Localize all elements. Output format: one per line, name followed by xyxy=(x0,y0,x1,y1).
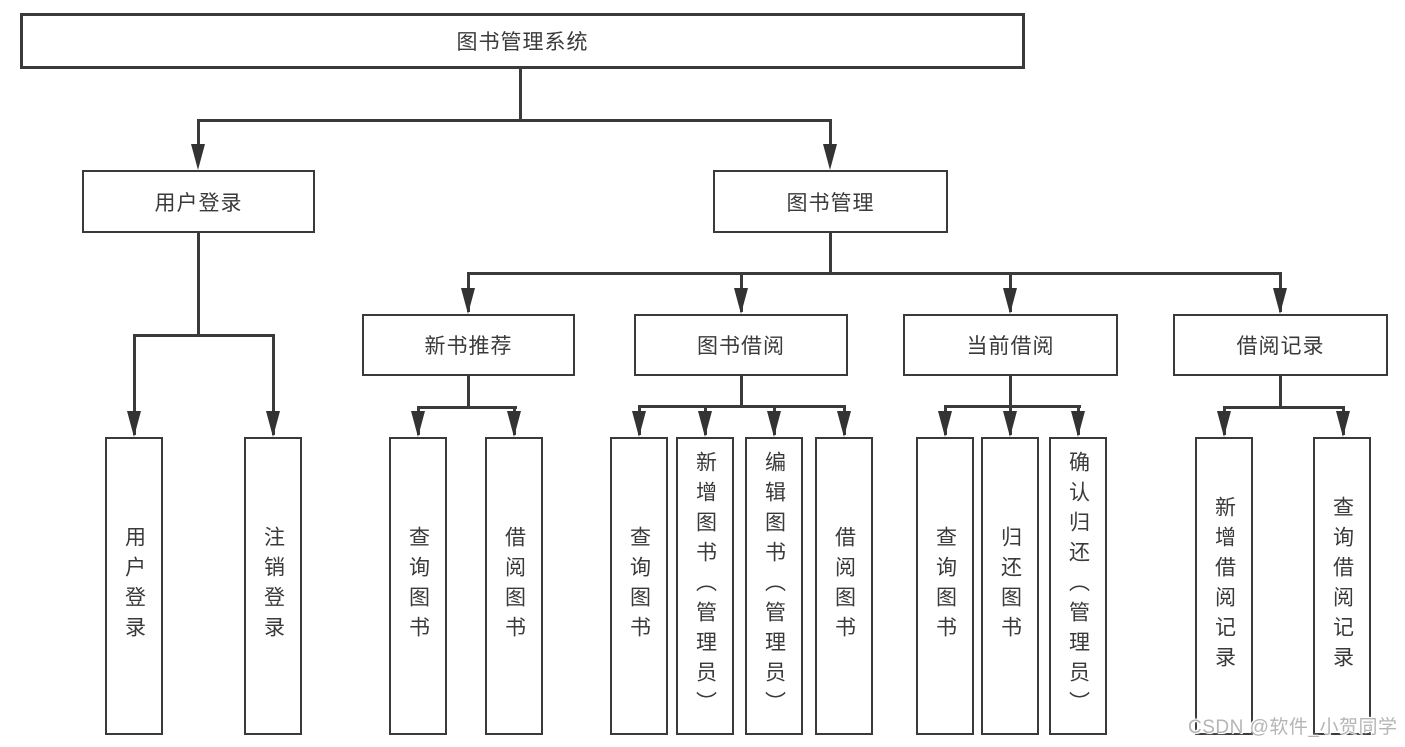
connector-new-book-stem xyxy=(467,376,470,407)
leaf-edit-books-admin-label: 编辑图书（管理员） xyxy=(762,451,786,721)
leaf-query-borrow-record-label: 查询借阅记录 xyxy=(1330,496,1354,676)
connector-level2-branch xyxy=(197,118,832,122)
arrow-down-icon xyxy=(823,144,837,170)
arrow-down-icon xyxy=(697,411,712,437)
leaf-query-books-borrow: 查询图书 xyxy=(610,437,668,735)
connector-borrow-records-stem xyxy=(1279,376,1282,407)
arrow-down-icon xyxy=(1070,411,1085,437)
arrow-down-icon xyxy=(506,411,521,437)
node-book-borrow-label: 图书借阅 xyxy=(697,335,785,358)
leaf-confirm-return-admin: 确认归还（管理员） xyxy=(1049,437,1107,735)
leaf-add-borrow-record-label: 新增借阅记录 xyxy=(1212,496,1236,676)
connector-book-mgmt-stem xyxy=(829,233,832,273)
leaf-query-books-recommend-label: 查询图书 xyxy=(406,526,430,646)
arrow-down-icon xyxy=(1003,288,1017,314)
leaf-add-books-admin-label: 新增图书（管理员） xyxy=(693,451,717,721)
node-user-login-label: 用户登录 xyxy=(154,191,243,215)
arrow-down-icon xyxy=(631,411,646,437)
arrow-down-icon xyxy=(733,288,748,314)
connector-leaf-drop xyxy=(271,335,275,435)
arrow-down-icon xyxy=(1335,411,1350,437)
connector-leaf-drop xyxy=(132,335,136,435)
csdn-watermark: CSDN @软件_小贺同学 xyxy=(1188,717,1398,738)
leaf-borrow-books-label: 借阅图书 xyxy=(832,526,856,646)
node-current-borrow: 当前借阅 xyxy=(903,314,1118,376)
arrow-down-icon xyxy=(265,411,280,437)
connector-current-borrow-children-branch xyxy=(943,404,1081,408)
arrow-down-icon xyxy=(836,411,851,437)
connector-level3-branch xyxy=(467,271,1282,275)
node-current-borrow-label: 当前借阅 xyxy=(966,335,1055,358)
leaf-user-login-label: 用户登录 xyxy=(122,526,146,646)
arrow-down-icon xyxy=(410,411,425,437)
leaf-return-books-label: 归还图书 xyxy=(998,526,1022,646)
arrow-down-icon xyxy=(126,411,141,437)
node-library-system: 图书管理系统 xyxy=(20,13,1025,69)
connector-book-mgmt-drop xyxy=(829,120,832,160)
connector-book-borrow-stem xyxy=(739,376,743,406)
node-new-book-recommend-label: 新书推荐 xyxy=(424,335,513,358)
leaf-add-borrow-record: 新增借阅记录 xyxy=(1195,437,1253,735)
connector-user-login-drop xyxy=(197,120,200,160)
leaf-query-books-current: 查询图书 xyxy=(916,437,974,735)
arrow-down-icon xyxy=(1002,411,1017,437)
node-user-login: 用户登录 xyxy=(82,170,315,233)
leaf-return-books: 归还图书 xyxy=(981,437,1039,735)
connector-user-login-stem xyxy=(197,233,200,335)
connector-current-borrow-stem xyxy=(1009,376,1012,406)
leaf-borrow-books-recommend-label: 借阅图书 xyxy=(502,526,526,646)
node-borrow-records-label: 借阅记录 xyxy=(1236,335,1325,358)
leaf-add-books-admin: 新增图书（管理员） xyxy=(676,437,734,735)
leaf-query-books-current-label: 查询图书 xyxy=(933,526,957,646)
node-book-management: 图书管理 xyxy=(713,170,948,233)
leaf-confirm-return-admin-label: 确认归还（管理员） xyxy=(1066,451,1090,721)
node-book-management-label: 图书管理 xyxy=(786,191,875,215)
node-new-book-recommend: 新书推荐 xyxy=(362,314,575,376)
leaf-borrow-books-recommend: 借阅图书 xyxy=(485,437,543,735)
node-book-borrow: 图书借阅 xyxy=(634,314,848,376)
leaf-logout: 注销登录 xyxy=(244,437,302,735)
leaf-user-login: 用户登录 xyxy=(105,437,163,735)
node-borrow-records: 借阅记录 xyxy=(1173,314,1388,376)
leaf-edit-books-admin: 编辑图书（管理员） xyxy=(745,437,803,735)
arrow-down-icon xyxy=(461,288,475,314)
leaf-query-books-borrow-label: 查询图书 xyxy=(627,526,651,646)
leaf-query-borrow-record: 查询借阅记录 xyxy=(1313,437,1371,735)
leaf-logout-label: 注销登录 xyxy=(261,526,285,646)
node-library-system-label: 图书管理系统 xyxy=(456,31,589,54)
arrow-down-icon xyxy=(191,144,205,170)
arrow-down-icon xyxy=(766,411,781,437)
arrow-down-icon xyxy=(937,411,952,437)
connector-root-stem xyxy=(518,69,522,120)
leaf-query-books-recommend: 查询图书 xyxy=(389,437,447,735)
leaf-borrow-books: 借阅图书 xyxy=(815,437,873,735)
connector-new-book-children-branch xyxy=(416,405,517,409)
arrow-down-icon xyxy=(1216,411,1231,437)
connector-user-login-children-branch xyxy=(132,333,275,337)
arrow-down-icon xyxy=(1273,288,1287,314)
connector-book-borrow-children-branch xyxy=(637,404,846,408)
connector-borrow-records-children-branch xyxy=(1222,405,1345,409)
